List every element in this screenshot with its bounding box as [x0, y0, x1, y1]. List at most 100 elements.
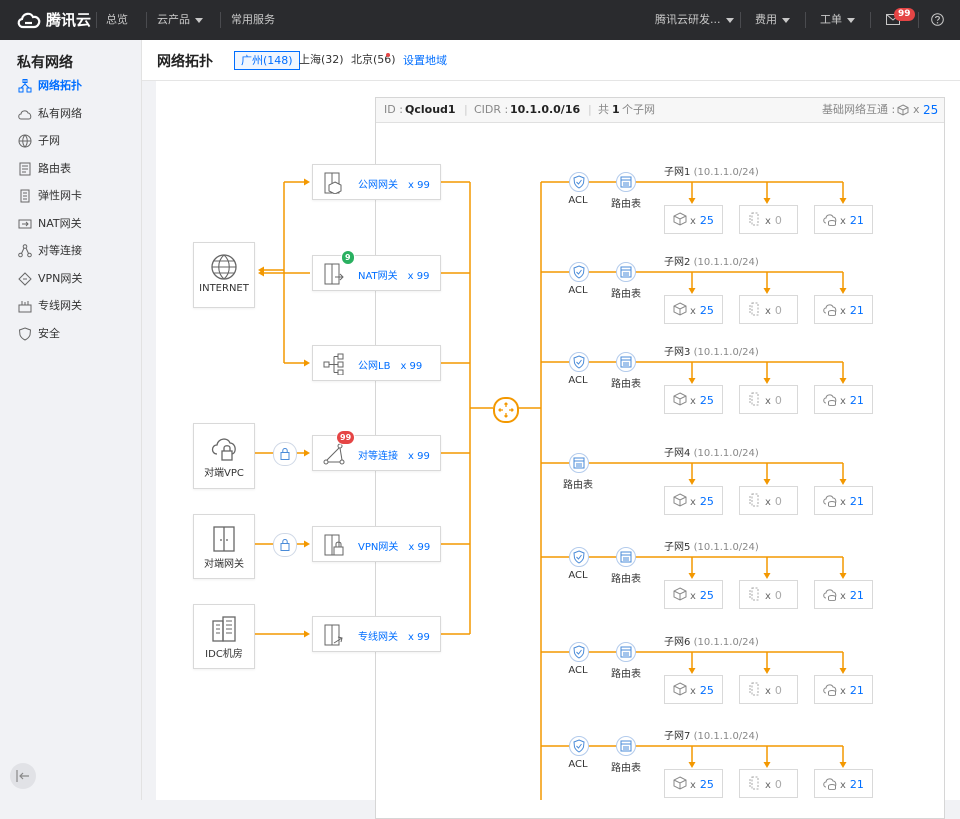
subnet-name: 子网4	[664, 448, 691, 459]
route-table-node[interactable]	[616, 172, 636, 192]
sidebar-item-vpc[interactable]: 私有网络	[0, 101, 141, 127]
external-globe[interactable]: INTERNET	[193, 242, 255, 308]
acl-node[interactable]	[569, 736, 589, 756]
route-table-icon	[620, 176, 632, 188]
sidebar-item-nat[interactable]: NAT网关	[0, 211, 141, 237]
acl-node[interactable]	[569, 262, 589, 282]
sidebar-item-shield[interactable]: 安全	[0, 321, 141, 347]
help-icon[interactable]	[931, 13, 944, 26]
vpc-router-hub[interactable]	[493, 397, 519, 423]
cloud-lock-icon	[211, 438, 236, 461]
acl-shield-icon	[573, 550, 585, 564]
collapse-sidebar-button[interactable]	[10, 763, 36, 789]
arrow-head	[763, 479, 771, 485]
sidebar-item-peering[interactable]: 对等连接	[0, 238, 141, 264]
sidebar-item-route-table[interactable]: 路由表	[0, 156, 141, 182]
external-building[interactable]: IDC机房	[193, 604, 255, 669]
external-cloud-lock[interactable]: 对端VPC	[193, 423, 255, 489]
route-table-node[interactable]	[616, 642, 636, 662]
subnet-title[interactable]: 子网5 (10.1.1.0/24)	[664, 538, 759, 553]
resource-x: x	[690, 497, 696, 508]
sidebar-item-dc-gateway[interactable]: 专线网关	[0, 293, 141, 319]
region-tab-guangzhou[interactable]: 广州(148)	[234, 51, 300, 70]
acl-node[interactable]	[569, 642, 589, 662]
cvm-cube-icon	[673, 587, 687, 601]
subnet-title[interactable]: 子网2 (10.1.1.0/24)	[664, 253, 759, 268]
region-tab-beijing[interactable]: 北京(56)	[351, 53, 396, 66]
subnet-name: 子网1	[664, 167, 691, 178]
gateway-badge: 99	[336, 430, 356, 445]
subnet-title[interactable]: 子网4 (10.1.1.0/24)	[664, 444, 759, 459]
route-table-node[interactable]	[569, 453, 589, 473]
sidebar-item-topology[interactable]: 网络拓扑	[0, 73, 141, 99]
acl-node[interactable]	[569, 547, 589, 567]
sidebar-item-subnet[interactable]: 子网	[0, 128, 141, 154]
resource-x: x	[690, 591, 696, 602]
nav-products[interactable]: 云产品	[157, 0, 203, 40]
arrow-head	[763, 378, 771, 384]
subnet-title[interactable]: 子网6 (10.1.1.0/24)	[664, 633, 759, 648]
page-header: 网络拓扑 广州(148) 上海(32) 北京(56) 设置地域	[142, 40, 960, 81]
acl-node[interactable]	[569, 352, 589, 372]
acl-label: ACL	[568, 759, 588, 770]
nav-common-services[interactable]: 常用服务	[231, 13, 275, 26]
arrow-head	[839, 762, 847, 768]
route-table-icon	[19, 162, 31, 175]
collapse-arrow-icon	[16, 770, 29, 782]
nav-overview[interactable]: 总览	[106, 13, 128, 26]
route-table-label: 路由表	[563, 480, 593, 491]
sidebar-item-eni[interactable]: 弹性网卡	[0, 183, 141, 209]
route-table-node[interactable]	[616, 262, 636, 282]
brand-logo[interactable]: 腾讯云	[16, 9, 91, 30]
chevron-down-icon	[847, 17, 855, 23]
account-menu[interactable]: 腾讯云研发...	[655, 0, 734, 40]
subnet-title[interactable]: 子网3 (10.1.1.0/24)	[664, 343, 759, 358]
external-gateway-door[interactable]: 对端网关	[193, 514, 255, 579]
billing-menu[interactable]: 费用	[755, 0, 790, 40]
route-table-label: 路由表	[611, 289, 641, 300]
acl-node[interactable]	[569, 172, 589, 192]
route-table-node[interactable]	[616, 736, 636, 756]
set-region-link[interactable]: 设置地域	[403, 54, 447, 67]
gateway-name: 专线网关	[358, 632, 398, 643]
sidebar-item-vpn[interactable]: VPN网关	[0, 266, 141, 292]
region-tab-shanghai[interactable]: 上海(32)	[299, 53, 344, 66]
arrow-head	[839, 479, 847, 485]
basic-network-count[interactable]: 25	[923, 103, 939, 117]
vpc-cidr: 10.1.0.0/16	[510, 103, 581, 116]
subnet-title[interactable]: 子网7 (10.1.1.0/24)	[664, 727, 759, 742]
route-table-node[interactable]	[616, 547, 636, 567]
ticket-menu[interactable]: 工单	[820, 0, 855, 40]
subnet-title[interactable]: 子网1 (10.1.1.0/24)	[664, 163, 759, 178]
arrow-head	[763, 573, 771, 579]
route-table-node[interactable]	[616, 352, 636, 372]
